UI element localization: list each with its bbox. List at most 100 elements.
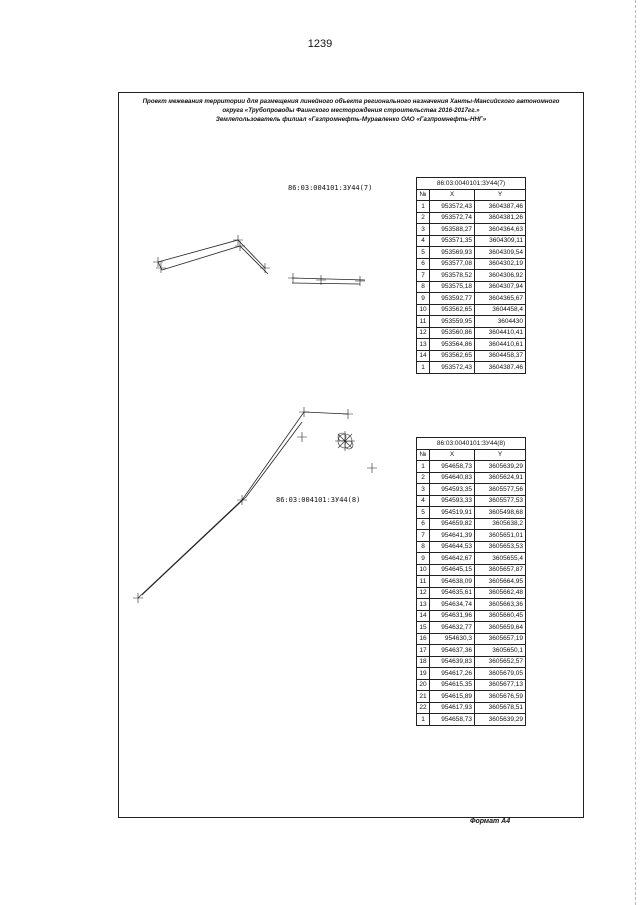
cell-x: 953569,93 [429,246,475,259]
cell-y: 3605639,29 [474,713,526,726]
cell-y: 3605651,01 [474,529,526,542]
table-cadastral-title: 86:03:0040101:ЗУ44(7) [416,177,526,190]
cell-y: 3605652,57 [474,655,526,668]
cell-n: 1 [416,200,430,213]
cell-n: 13 [416,598,430,611]
cell-y: 3604307,94 [474,280,526,293]
cell-n: 9 [416,292,430,305]
column-header-y: Y [474,188,526,201]
cell-x: 953571,35 [429,234,475,247]
cell-x: 954658,73 [429,713,475,726]
cell-y: 3605678,51 [474,701,526,714]
cell-y: 3604364,63 [474,223,526,236]
column-header-y: Y [474,448,526,461]
cell-x: 953564,86 [429,338,475,351]
cell-n: 14 [416,609,430,622]
cell-n: 6 [416,517,430,530]
cell-n: 12 [416,586,430,599]
cell-x: 953572,74 [429,211,475,224]
cell-x: 954637,36 [429,644,475,657]
table-cadastral-title: 86:03:0040101:ЗУ44(8) [416,437,526,450]
parcel-8-outline [137,411,349,599]
cell-n: 19 [416,667,430,680]
page-number: 1239 [307,38,333,50]
cell-y: 3605676,59 [474,690,526,703]
header-line-2: округа «Трубопроводы Фаинского месторожд… [222,107,480,114]
cell-x: 953577,08 [429,257,475,270]
cell-n: 7 [416,269,430,282]
cell-n: 4 [416,234,430,247]
cell-n: 11 [416,315,430,328]
parcel-8-cluster [335,431,355,451]
cell-x: 954638,09 [429,575,475,588]
cell-y: 3605577,53 [474,494,526,507]
cell-x: 953560,86 [429,326,475,339]
cell-x: 954615,35 [429,678,475,691]
cell-n: 1 [416,460,430,473]
cell-y: 3605639,29 [474,460,526,473]
cell-y: 3604458,37 [474,349,526,362]
cell-x: 954631,96 [429,609,475,622]
plot-label-parcel-8: 86:03:004101:3У44(8) [276,496,361,504]
cell-n: 20 [416,678,430,691]
cell-x: 953575,18 [429,280,475,293]
plot-label-parcel-7: 86:03:004101:3У44(7) [288,184,373,192]
cell-n: 3 [416,483,430,496]
cell-x: 954641,39 [429,529,475,542]
cell-y: 3605664,95 [474,575,526,588]
cell-x: 953572,43 [429,200,475,213]
cell-x: 954593,33 [429,494,475,507]
cell-y: 3604309,54 [474,246,526,259]
cell-n: 16 [416,632,430,645]
cell-x: 953562,65 [429,303,475,316]
cell-n: 11 [416,575,430,588]
cell-n: 2 [416,471,430,484]
drawing-frame [118,92,584,818]
cell-y: 3605653,53 [474,540,526,553]
cell-x: 953559,95 [429,315,475,328]
cell-x: 954659,82 [429,517,475,530]
cell-y: 3605638,2 [474,517,526,530]
cell-x: 953592,77 [429,292,475,305]
cell-y: 3605577,56 [474,483,526,496]
cell-x: 954635,61 [429,586,475,599]
cell-x: 954645,15 [429,563,475,576]
cell-x: 954519,91 [429,506,475,519]
cell-y: 3604302,19 [474,257,526,270]
cell-n: 18 [416,655,430,668]
cell-n: 10 [416,303,430,316]
cell-n: 2 [416,211,430,224]
cell-x: 954642,67 [429,552,475,565]
header-line-1: Проект межевания территории для размещен… [142,98,560,105]
cell-y: 3604410,41 [474,326,526,339]
cell-n: 12 [416,326,430,339]
column-header-number: № [416,188,430,201]
cell-x: 954632,77 [429,621,475,634]
cell-n: 5 [416,246,430,259]
cell-n: 5 [416,506,430,519]
cell-n: 6 [416,257,430,270]
cell-x: 953578,52 [429,269,475,282]
cell-x: 954617,26 [429,667,475,680]
format-label: Формат А4 [470,818,511,825]
cell-y: 3604387,46 [474,200,526,213]
